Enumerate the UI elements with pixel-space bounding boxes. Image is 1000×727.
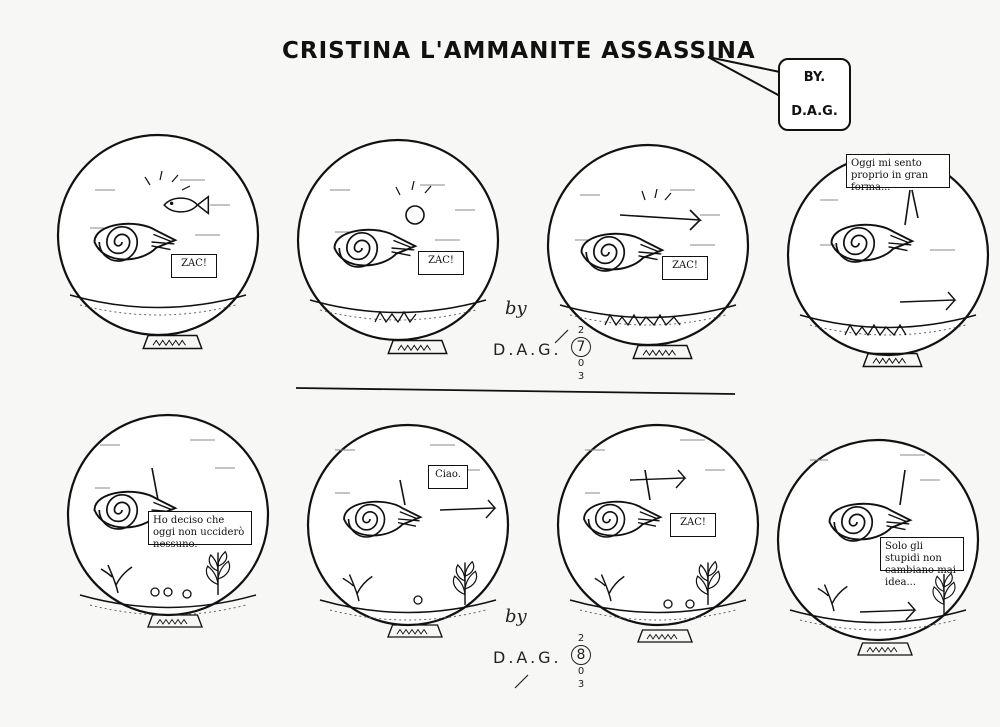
panel-5-caption: Ho deciso che oggi non ucciderò nessuno. bbox=[148, 511, 252, 550]
signature-1-year-digit-2: 7 bbox=[571, 337, 591, 357]
panel-8 bbox=[776, 438, 980, 656]
signature-2-year-digit-2: 8 bbox=[571, 645, 591, 665]
signature-1-year: 2 7 0 3 bbox=[571, 324, 591, 383]
credit-by: BY. bbox=[803, 70, 826, 85]
signature-2-year-digit-3: 0 bbox=[577, 666, 585, 677]
signature-2-year-digit-4: 3 bbox=[577, 679, 585, 690]
panel-4-caption: Oggi mi sento proprio in gran forma... bbox=[846, 154, 950, 193]
panel-4 bbox=[786, 153, 990, 368]
credit-bubble-tail bbox=[707, 56, 781, 97]
panel-6 bbox=[306, 423, 510, 638]
panel-3 bbox=[546, 143, 750, 360]
panel-2-caption: ZAC! bbox=[418, 251, 464, 275]
panel-1-caption: ZAC! bbox=[171, 254, 217, 278]
signature-2-by: by bbox=[505, 606, 527, 627]
row-divider bbox=[295, 387, 736, 395]
comic-title: CRISTINA L'AMMANITE ASSASSINA bbox=[282, 38, 756, 64]
credit-bubble: BY. D.A.G. bbox=[778, 58, 851, 131]
panel-7 bbox=[556, 423, 760, 643]
signature-1-year-digit-3: 0 bbox=[577, 358, 585, 369]
signature-2-year-digit-1: 2 bbox=[577, 633, 585, 644]
panel-7-caption: ZAC! bbox=[670, 513, 716, 537]
credit-name: D.A.G. bbox=[791, 104, 838, 119]
signature-1-name: D.A.G. bbox=[493, 340, 562, 359]
signature-1-year-digit-4: 3 bbox=[577, 371, 585, 382]
panel-8-caption: Solo gli stupidi non cambiano mai idea..… bbox=[880, 537, 964, 588]
panel-6-caption: Ciao. bbox=[428, 465, 468, 489]
signature-1-by: by bbox=[505, 298, 527, 319]
panel-1 bbox=[56, 133, 260, 350]
panel-3-caption: ZAC! bbox=[662, 256, 708, 280]
signature-1-year-digit-1: 2 bbox=[577, 325, 585, 336]
panel-2 bbox=[296, 138, 500, 355]
signature-2-name: D.A.G. bbox=[493, 648, 562, 667]
signature-2-year: 2 8 0 3 bbox=[571, 632, 591, 691]
